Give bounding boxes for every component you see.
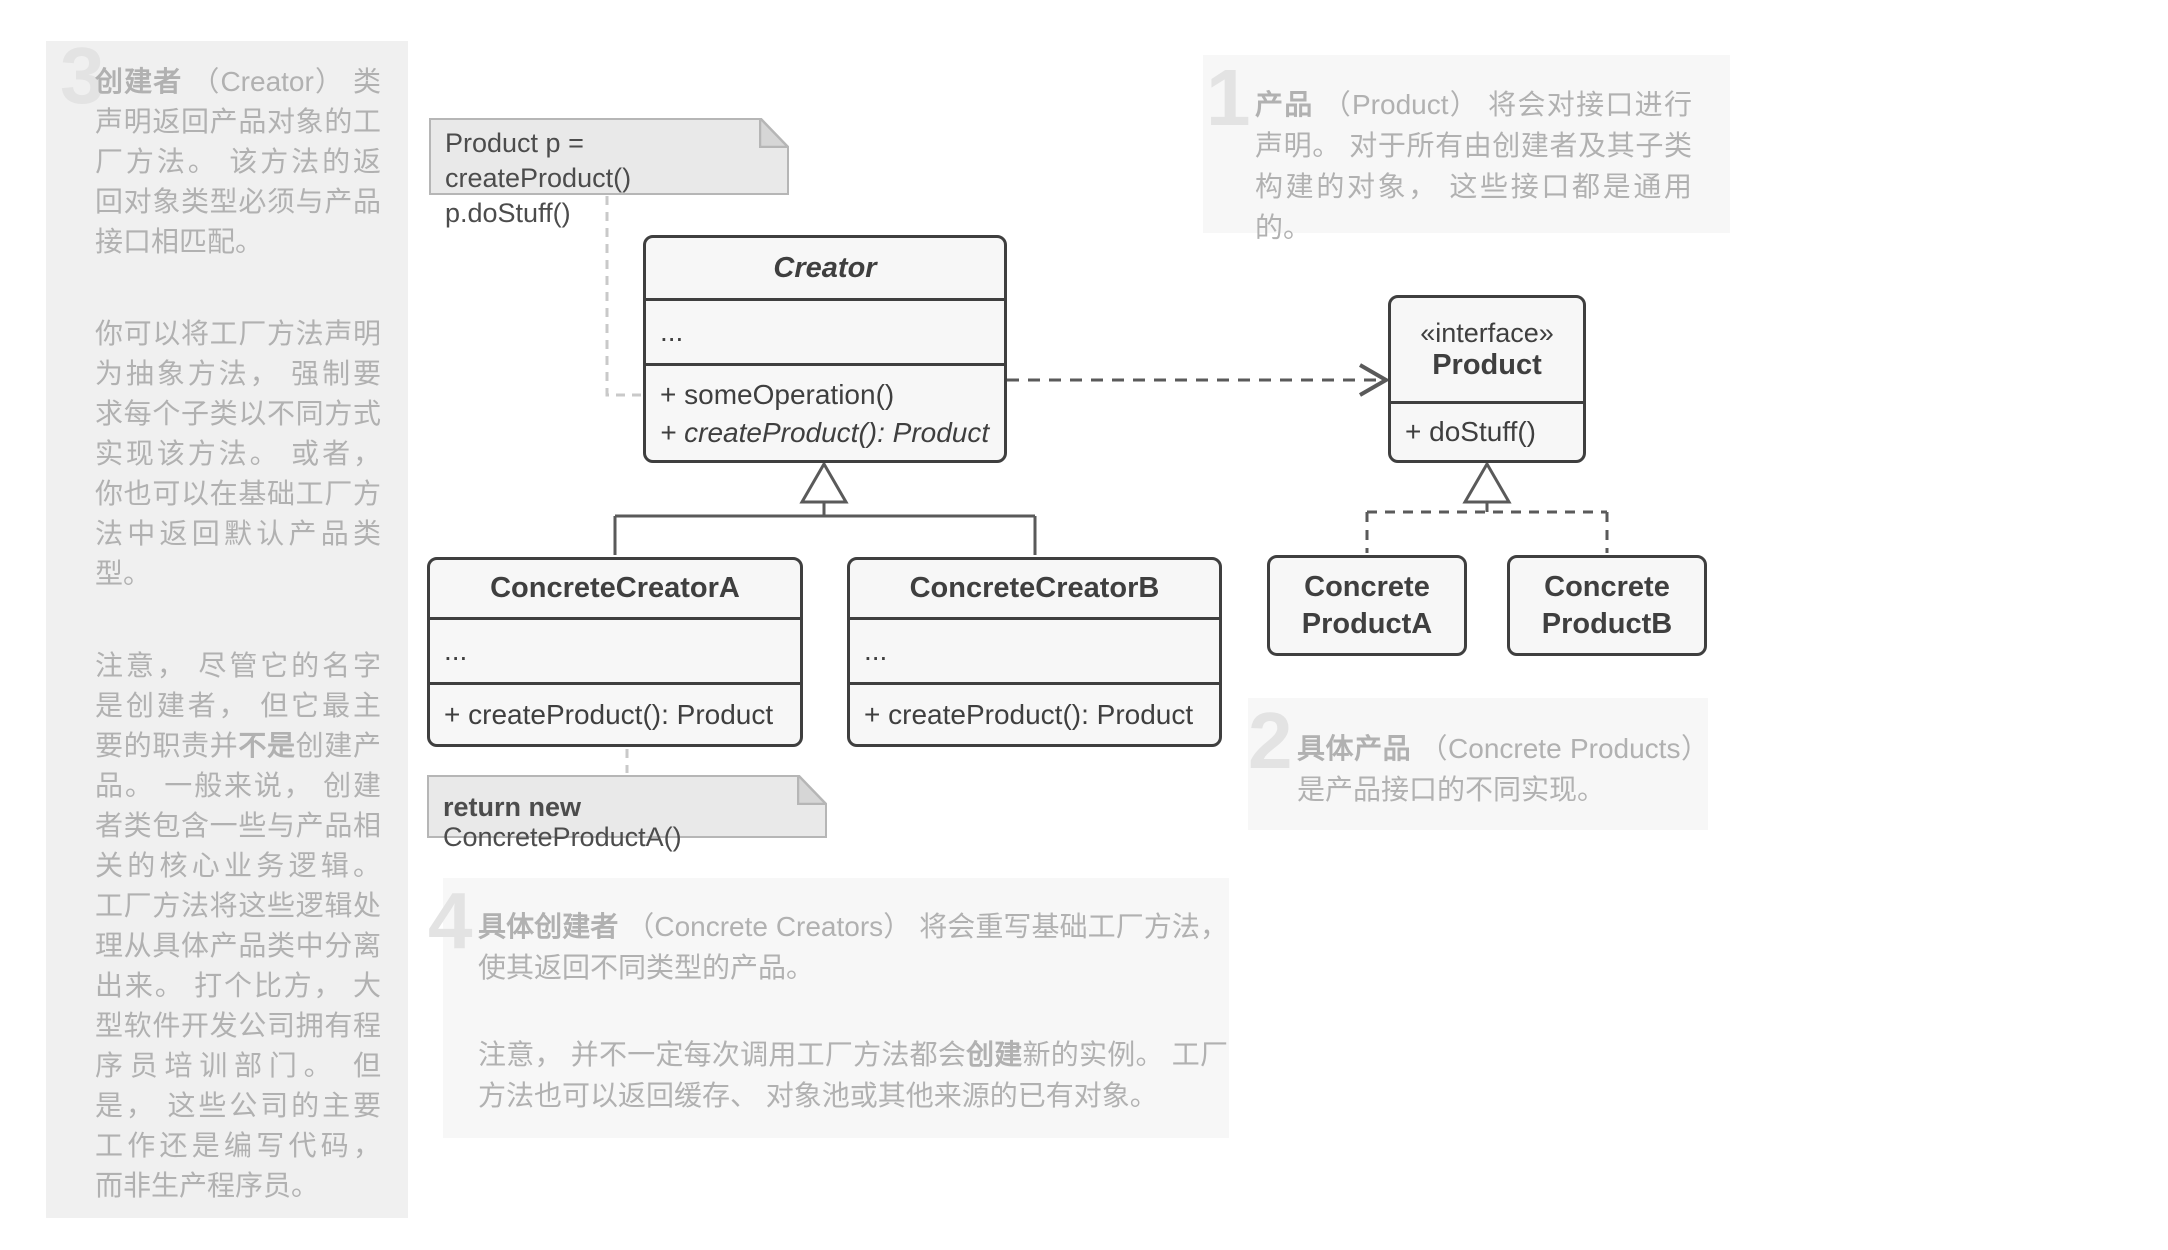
stereotype-interface: «interface» [1420,317,1554,348]
note-client-code: Product p = createProduct() p.doStuff() [429,118,789,228]
realization-triangle-icon [1462,461,1512,504]
code-line: ConcreteProductA() [443,822,682,852]
note-connector-client-code [605,196,641,397]
note-return-new: return new ConcreteProductA() [427,775,827,852]
class-title-line: Concrete [1544,570,1670,603]
text-run: 注意， 并不一定每次调用工厂方法都会 [478,1039,967,1070]
class-box-concrete-product-a: Concrete ProductA [1267,555,1467,656]
annotation-number-2: 2 [1248,696,1293,785]
class-title: «interface» Product [1391,298,1583,404]
method-create-product: + createProduct(): Product [660,417,990,448]
text-run: （Creator） 类声明返回产品对象的工厂方法。 该方法的返回对象类型必须与产… [95,66,381,257]
note-fold-icon [759,118,789,148]
term-creator: 创建者 [95,66,183,97]
text-run: 注意， 尽管它的名字是创建者， 但它最主要的职责并 [95,650,381,761]
text-run: 新的实例。 工厂方法也可以返回缓存、 对象池或其他来源的已有对象。 [478,1039,1228,1111]
class-title: ConcreteCreatorB [850,560,1219,620]
method-do-stuff: + doStuff() [1405,416,1537,447]
class-methods: + createProduct(): Product [430,685,800,744]
inheritance-triangle-icon [799,461,849,504]
class-methods: + doStuff() [1391,404,1583,460]
term-concrete-products: 具体产品 [1297,733,1412,764]
realization-branches [1365,510,1609,553]
class-title-line: ProductB [1541,607,1673,640]
annotation-panel-concrete-products [1248,698,1708,830]
text-run: （Concrete Products） 是产品接口的不同实现。 [1297,733,1709,805]
annotation-number-3: 3 [60,31,105,120]
annotation-number-4: 4 [428,876,473,965]
class-attributes: ... [646,301,1004,366]
term-concrete-creators: 具体创建者 [478,911,619,942]
code-line: p.doStuff() [445,198,571,228]
class-title-line: ProductA [1301,607,1433,640]
method-some-operation: + someOperation() [660,379,895,410]
paragraph: 注意， 尽管它的名字是创建者， 但它最主要的职责并不是创建产品。 一般来说， 创… [95,646,381,1206]
dependency-arrowhead-icon [1359,363,1391,397]
annotation-text-creator: 创建者 （Creator） 类声明返回产品对象的工厂方法。 该方法的返回对象类型… [95,62,381,1206]
code-keyword: return new [443,792,582,822]
annotation-text-concrete-creators: 具体创建者 （Concrete Creators） 将会重写基础工厂方法， 使其… [478,906,1228,1116]
class-box-product-interface: «interface» Product + doStuff() [1388,295,1586,463]
class-attributes: ... [850,620,1219,685]
class-title: ConcreteCreatorA [430,560,800,620]
class-title: Creator [646,238,1004,301]
class-attributes: ... [430,620,800,685]
class-box-concrete-product-b: Concrete ProductB [1507,555,1707,656]
note-fold-icon [797,775,827,805]
class-box-concrete-creator-b: ConcreteCreatorB ... + createProduct(): … [847,557,1222,747]
class-methods: + someOperation() + createProduct(): Pro… [646,366,1004,460]
text-run: （Concrete Creators） 将会重写基础工厂方法， 使其返回不同类型… [478,911,1228,983]
paragraph: 产品 （Product） 将会对接口进行声明。 对于所有由创建者及其子类构建的对… [1255,84,1692,248]
text-run: 创建产品。 一般来说， 创建者类包含一些与产品相关的核心业务逻辑。 工厂方法将这… [95,730,381,1201]
method-create-product: + createProduct(): Product [444,698,774,730]
class-title-line: Concrete [1304,570,1430,603]
annotation-number-1: 1 [1206,53,1251,142]
class-box-creator: Creator ... + someOperation() + createPr… [643,235,1007,463]
interface-name: Product [1432,348,1542,381]
annotation-text-concrete-products: 具体产品 （Concrete Products） 是产品接口的不同实现。 [1297,728,1709,810]
annotation-panel-creator [46,41,408,1218]
emphasis-run: 不是 [238,730,296,761]
paragraph: 创建者 （Creator） 类声明返回产品对象的工厂方法。 该方法的返回对象类型… [95,62,381,262]
paragraph: 具体创建者 （Concrete Creators） 将会重写基础工厂方法， 使其… [478,906,1228,988]
class-box-concrete-creator-a: ConcreteCreatorA ... + createProduct(): … [427,557,803,747]
paragraph: 具体产品 （Concrete Products） 是产品接口的不同实现。 [1297,728,1709,810]
note-client-code-text: Product p = createProduct() p.doStuff() [431,120,787,237]
annotation-text-product: 产品 （Product） 将会对接口进行声明。 对于所有由创建者及其子类构建的对… [1255,84,1692,248]
class-methods: + createProduct(): Product [850,685,1219,744]
emphasis-run: 创建 [966,1039,1023,1070]
code-line: Product p = createProduct() [445,128,632,193]
text-run: 你可以将工厂方法声明为抽象方法， 强制要求每个子类以不同方式实现该方法。 或者，… [95,318,381,589]
term-product: 产品 [1255,89,1314,120]
inheritance-branches [613,514,1037,555]
annotation-panel-concrete-creators [443,878,1229,1138]
paragraph: 注意， 并不一定每次调用工厂方法都会创建新的实例。 工厂方法也可以返回缓存、 对… [478,1034,1228,1116]
method-create-product: + createProduct(): Product [864,698,1194,730]
annotation-panel-product [1203,55,1730,233]
text-run: （Product） 将会对接口进行声明。 对于所有由创建者及其子类构建的对象， … [1255,89,1692,243]
note-return-text: return new ConcreteProductA() [429,777,825,852]
paragraph: 你可以将工厂方法声明为抽象方法， 强制要求每个子类以不同方式实现该方法。 或者，… [95,314,381,594]
